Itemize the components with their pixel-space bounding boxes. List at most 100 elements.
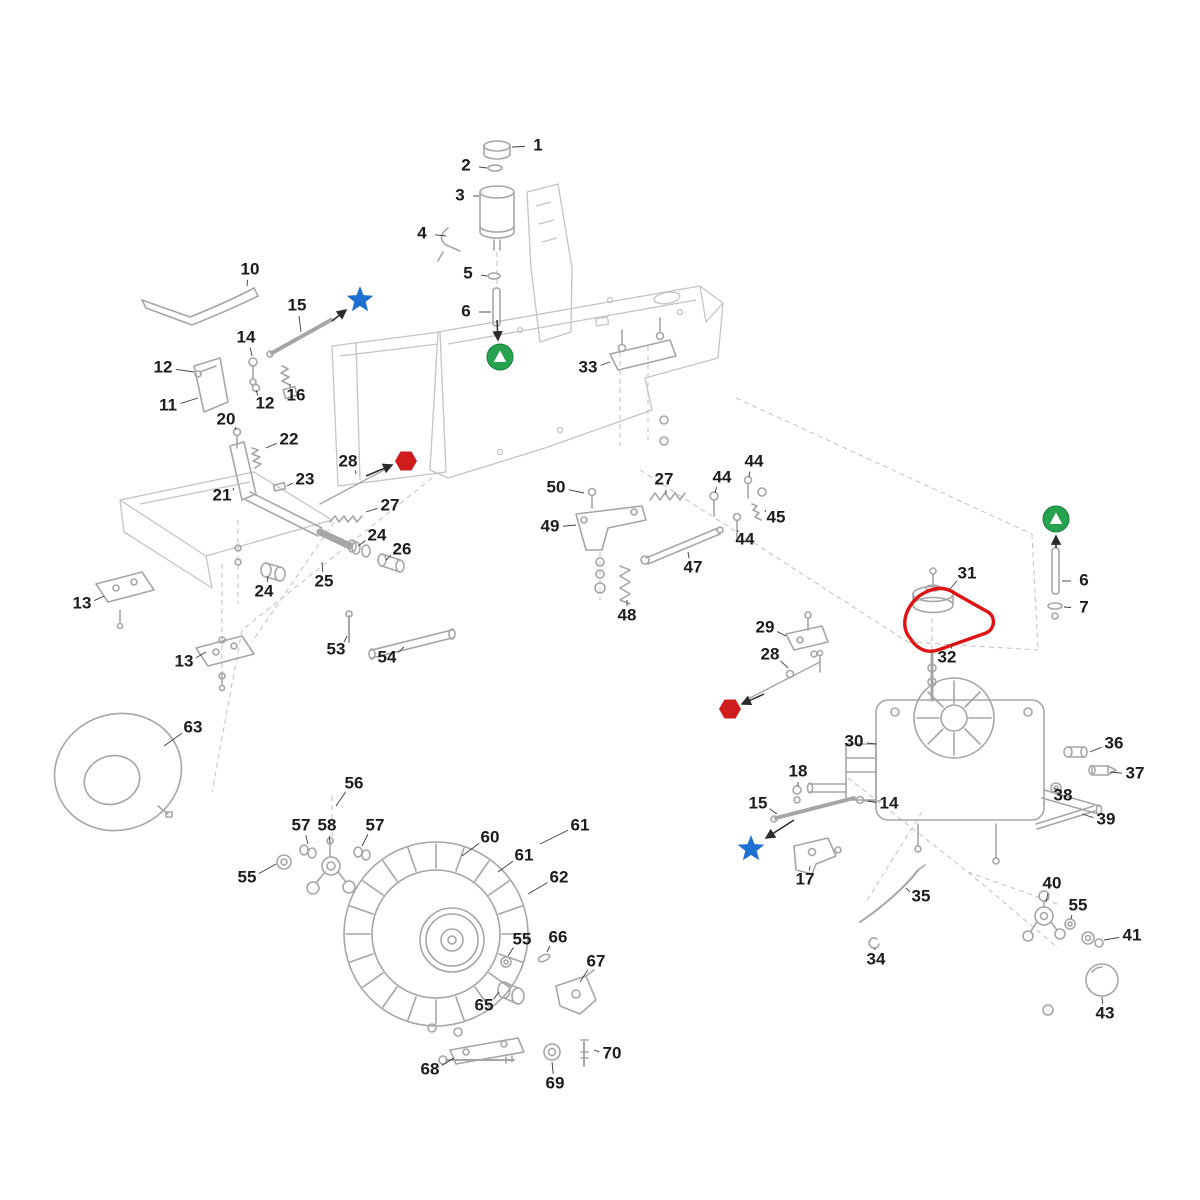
leader-line [1101,996,1104,1005]
part-label-26: 26 [393,539,412,558]
leader-line [600,361,611,366]
leader-line [551,1061,554,1075]
blue-star-marker [346,286,374,312]
part-label-43: 43 [1096,1003,1115,1022]
part-label-7: 7 [1079,597,1088,616]
tire-and-rim [343,841,529,1027]
leader-line [867,800,877,804]
leader-line [361,834,369,847]
inner-tube [53,712,183,832]
part-label-22: 22 [280,429,299,448]
leader-line [195,651,207,659]
part-label-23: 23 [296,469,315,488]
transmission-body [806,650,1103,865]
leader-line [385,554,392,561]
part-label-15: 15 [749,793,768,812]
leader-line [255,389,259,396]
part-label-50: 50 [547,477,566,496]
part-label-34: 34 [867,949,886,968]
leader-line [949,580,958,590]
part-label-56: 56 [345,773,364,792]
leader-line [748,471,751,478]
part-label-62: 62 [550,867,569,886]
leader-line [94,595,105,601]
leader-line [507,947,514,957]
part-label-16: 16 [287,385,306,404]
leader-line [579,969,589,983]
lift-lever-assembly [141,287,333,413]
part-label-25: 25 [315,571,334,590]
leader-line [950,643,953,649]
leader-line [1103,936,1120,941]
part-label-13: 13 [175,651,194,670]
part-label-39: 39 [1097,809,1116,828]
blue-star-marker [737,835,765,861]
part-label-37: 37 [1126,763,1145,782]
leader-line [397,646,405,653]
leader-line [1045,893,1049,903]
part-label-44: 44 [745,451,764,470]
front-hub-spider [276,837,371,895]
leader-line [434,234,447,237]
part-label-2: 2 [461,155,470,174]
leader-line [905,887,911,893]
leader-line [539,829,569,845]
label-leader-lines [94,145,1123,1075]
part-label-11: 11 [159,395,177,414]
part-label-21: 21 [213,485,232,504]
part-label-13: 13 [73,593,92,612]
reservoir-assembly [437,140,515,327]
part-label-10: 10 [241,259,260,278]
leader-line [478,166,488,169]
leader-line [305,835,309,845]
construction-lines [211,252,1061,949]
part-label-28: 28 [761,644,780,663]
part-label-55: 55 [1069,895,1088,914]
part-label-12: 12 [154,357,173,376]
part-label-69: 69 [546,1073,565,1092]
part-label-58: 58 [318,815,337,834]
green-triangle-marker [486,343,514,371]
leader-line [298,315,302,333]
leader-line [493,991,500,1000]
leader-line [1063,606,1072,608]
part-label-29: 29 [756,617,775,636]
part-label-4: 4 [417,223,427,242]
part-label-63: 63 [184,717,203,736]
part-label-60: 60 [481,827,500,846]
part-label-33: 33 [579,357,598,376]
red-hexagon-marker [395,451,417,471]
mounting-plates [95,571,255,692]
part-label-65: 65 [475,995,494,1014]
axle-fittings [1035,746,1117,830]
leader-line [266,575,269,583]
part-label-49: 49 [541,516,560,535]
leader-line [180,397,199,404]
clutch-cable-assembly [745,611,829,701]
part-label-24: 24 [368,525,387,544]
part-label-18: 18 [789,761,808,780]
chassis-frame [119,183,724,589]
leader-line [258,863,277,875]
part-label-20: 20 [217,409,236,428]
part-label-66: 66 [549,927,568,946]
part-label-14: 14 [237,327,256,346]
leader-line [480,274,488,277]
leader-line [328,835,331,844]
leader-line [335,791,347,807]
leader-line [687,551,690,559]
leader-line [249,347,253,357]
colored-markers [346,286,1070,861]
part-label-57: 57 [292,815,311,834]
leader-line [527,882,548,895]
axle-bracket [427,1023,589,1067]
leader-line [808,865,811,871]
leader-line [357,540,366,547]
leader-line [1054,787,1058,790]
leader-line [1081,813,1094,819]
leader-line [866,742,877,745]
part-label-68: 68 [421,1059,440,1078]
part-label-44: 44 [736,529,755,548]
